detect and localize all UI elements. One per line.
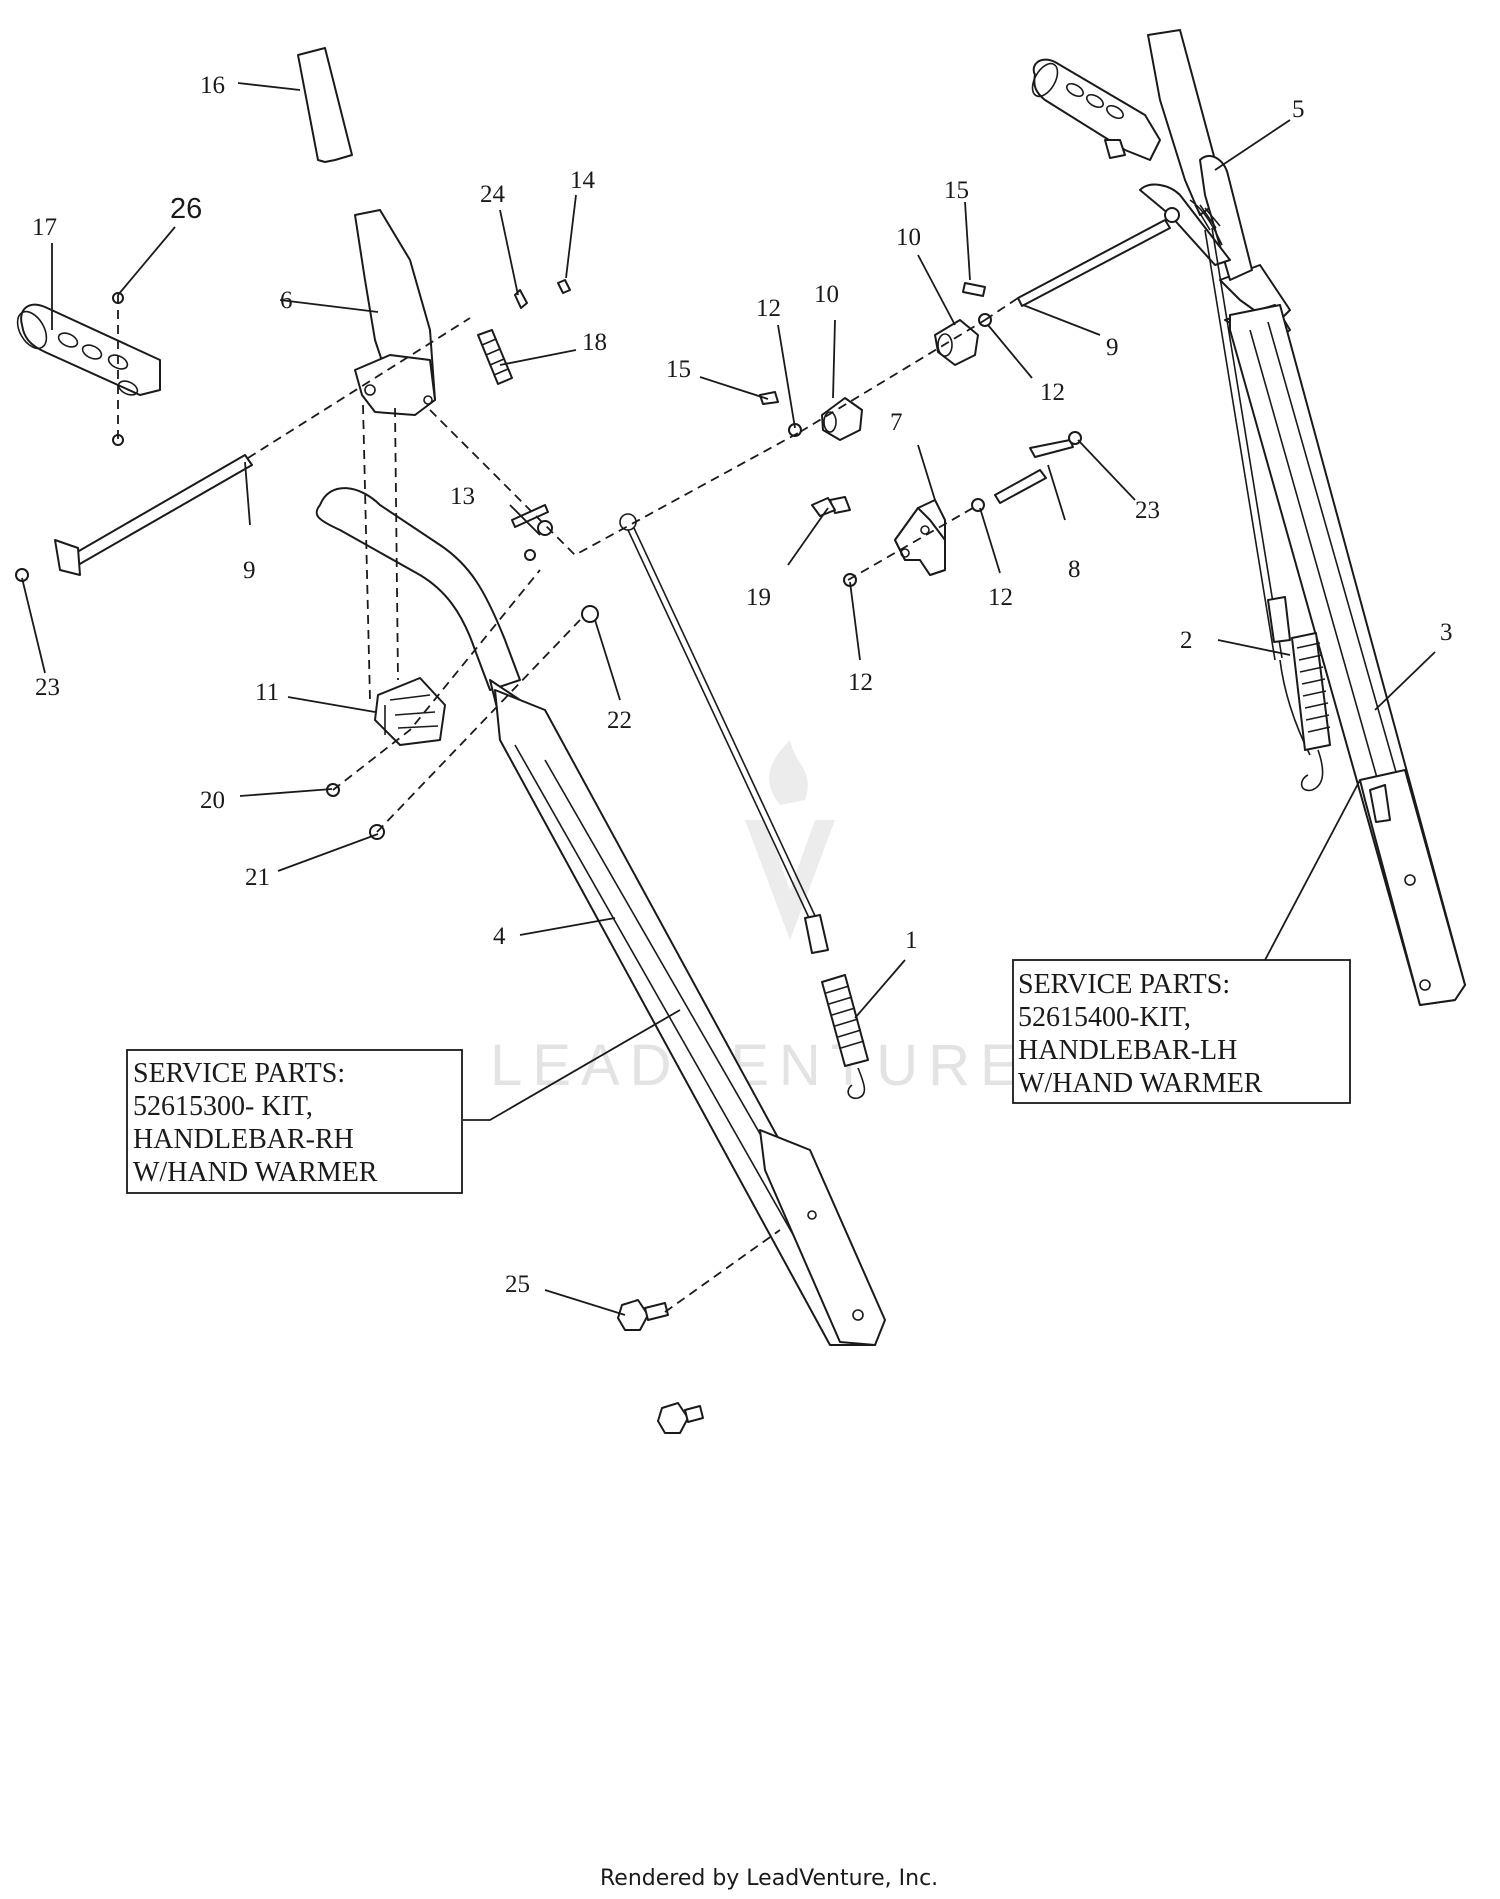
service-box-lh: SERVICE PARTS: 52615400-KIT, HANDLEBAR-L…: [1012, 959, 1351, 1104]
watermark-text: LEADVENTURE: [490, 1033, 1029, 1098]
callout-26: 26: [170, 193, 202, 225]
callout-23-right: 23: [1135, 497, 1160, 524]
handlebar-rh: [315, 487, 886, 1346]
callout-13: 13: [450, 483, 475, 510]
callout-7: 7: [890, 409, 903, 436]
callout-10-right: 10: [896, 224, 921, 251]
callout-12-b: 12: [1040, 379, 1065, 406]
callout-24: 24: [480, 181, 506, 208]
callout-4: 4: [493, 923, 506, 950]
handlebar-lh: [1219, 264, 1466, 1006]
callout-11: 11: [255, 679, 279, 706]
pin-8: [994, 439, 1074, 504]
callout-12-a: 12: [756, 295, 781, 322]
service-box-rh-line3: HANDLEBAR-RH: [133, 1124, 354, 1155]
rod-left: [54, 454, 253, 576]
callout-16: 16: [200, 72, 225, 99]
service-box-lh-line4: W/HAND WARMER: [1018, 1068, 1263, 1099]
callout-18: 18: [582, 329, 607, 356]
spring-18: [477, 329, 513, 385]
service-box-rh: SERVICE PARTS: 52615300- KIT, HANDLEBAR-…: [126, 1049, 463, 1194]
watermark: LEADVENTURE: [490, 740, 1029, 1098]
service-box-lh-line2: 52615400-KIT,: [1018, 1002, 1191, 1033]
callout-21: 21: [245, 864, 270, 891]
callout-3: 3: [1440, 619, 1453, 646]
service-box-lh-line1: SERVICE PARTS:: [1018, 969, 1230, 1000]
knob-10-left: [821, 397, 863, 441]
callout-5: 5: [1292, 96, 1305, 123]
callout-10-left: 10: [814, 281, 839, 308]
leader-lines: [21, 82, 1436, 1316]
cable-1: [627, 527, 869, 1100]
cable-2: [1204, 227, 1331, 792]
callout-14: 14: [570, 167, 596, 194]
knob-10-right: [934, 319, 979, 366]
callout-20: 20: [200, 787, 225, 814]
service-box-rh-line2: 52615300- KIT,: [133, 1091, 313, 1122]
callout-8: 8: [1068, 556, 1081, 583]
service-box-rh-line1: SERVICE PARTS:: [133, 1058, 345, 1089]
upper-handle-rh: [354, 209, 436, 416]
callout-19: 19: [746, 584, 771, 611]
hardware: [15, 279, 1082, 840]
bolt-25: [617, 1299, 669, 1331]
callout-labels: 1 2 3 4 5 6 7 8 9 9 10 10 11 12 12 12 12…: [32, 72, 1453, 1298]
callout-6: 6: [280, 287, 293, 314]
callout-17: 17: [32, 214, 57, 241]
assembly-lines: [117, 295, 1019, 1313]
callout-25: 25: [505, 1271, 530, 1298]
service-box-lh-line3: HANDLEBAR-LH: [1018, 1035, 1237, 1066]
footer-credit: Rendered by LeadVenture, Inc.: [600, 1866, 938, 1891]
callout-23-left: 23: [35, 674, 60, 701]
callout-15-right: 15: [944, 177, 969, 204]
switch-block-11: [374, 677, 446, 746]
service-box-rh-line4: W/HAND WARMER: [133, 1157, 378, 1188]
callout-1: 1: [905, 927, 918, 954]
bolt-lower: [657, 1402, 704, 1434]
grip-17: [16, 303, 161, 396]
grip-cover-16: [297, 47, 353, 163]
callout-15-left: 15: [666, 356, 691, 383]
callout-12-c: 12: [988, 584, 1013, 611]
callout-9-right: 9: [1106, 334, 1119, 361]
callout-22: 22: [607, 707, 632, 734]
clip-19: [811, 497, 836, 517]
callout-9-left: 9: [243, 557, 256, 584]
callout-2: 2: [1180, 627, 1193, 654]
rod-right: [1017, 207, 1180, 307]
callout-12-d: 12: [848, 669, 873, 696]
